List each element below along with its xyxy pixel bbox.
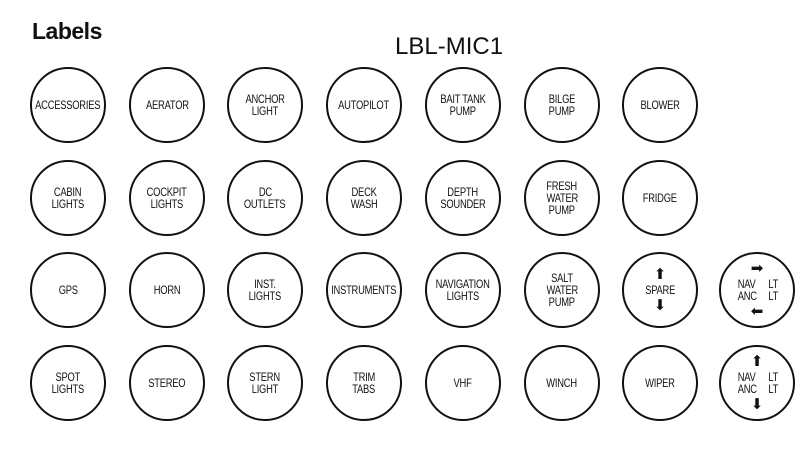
label-circle: STEREO xyxy=(129,345,205,421)
label-text: STERN xyxy=(249,370,281,384)
label-text: TABS xyxy=(352,382,376,396)
label-text: STEREO xyxy=(148,376,186,390)
label-text: BLOWER xyxy=(640,98,680,112)
label-circle: GPS xyxy=(30,252,106,328)
up-arrow-icon: ⬆ xyxy=(750,353,764,370)
up-arrow-icon: ⬆ xyxy=(653,266,667,283)
label-text: ACCESSORIES xyxy=(35,98,101,112)
label-text: DC xyxy=(258,185,272,199)
nav-anc-text: NAV LT ANC LT xyxy=(735,278,780,302)
label-text: BILGE xyxy=(548,92,576,106)
down-arrow-icon: ⬇ xyxy=(653,297,667,314)
label-circle: ⬆NAV LT ANC LT ⬇ xyxy=(719,345,795,421)
label-text: VHF xyxy=(453,376,473,390)
label-text: AERATOR xyxy=(145,98,189,112)
label-text: LT xyxy=(768,382,779,396)
label-circle: WIPER xyxy=(622,345,698,421)
label-circle: ➡NAV LT ANC LT ⬅ xyxy=(719,252,795,328)
nav-anc-text: NAV LT ANC LT xyxy=(735,371,780,395)
label-text: LIGHTS xyxy=(248,289,282,303)
label-circle: AUTOPILOT xyxy=(326,67,402,143)
label-text: LIGHTS xyxy=(150,197,184,211)
label-text: WATER xyxy=(546,283,578,297)
label-text: NAVIGATION xyxy=(435,277,490,291)
label-circle: HORN xyxy=(129,252,205,328)
down-arrow-icon: ⬇ xyxy=(750,396,764,413)
label-text: GPS xyxy=(58,283,78,297)
left-arrow-icon: ⬅ xyxy=(750,303,764,320)
label-circle: INST.LIGHTS xyxy=(227,252,303,328)
label-circle: FRIDGE xyxy=(622,160,698,236)
right-arrow-icon: ➡ xyxy=(750,260,764,277)
label-circle: VHF xyxy=(425,345,501,421)
label-text: LIGHTS xyxy=(51,382,85,396)
label-text: AUTOPILOT xyxy=(338,98,390,112)
label-text: WASH xyxy=(350,197,378,211)
label-text: SPARE xyxy=(645,283,675,297)
label-text: LIGHTS xyxy=(446,289,480,303)
label-circle: ⬆SPARE⬇ xyxy=(622,252,698,328)
label-circle: BLOWER xyxy=(622,67,698,143)
label-text: BAIT TANK xyxy=(440,92,486,106)
label-text: ANC xyxy=(737,382,757,396)
label-text: OUTLETS xyxy=(244,197,286,211)
label-text: PUMP xyxy=(548,295,576,309)
label-text: LIGHTS xyxy=(51,197,85,211)
label-text: LIGHT xyxy=(251,104,279,118)
label-text: ANC xyxy=(737,289,757,303)
label-text: PUMP xyxy=(449,104,477,118)
label-circle: INSTRUMENTS xyxy=(326,252,402,328)
label-circle: AERATOR xyxy=(129,67,205,143)
label-text: DECK xyxy=(351,185,377,199)
label-text: FRIDGE xyxy=(643,191,677,205)
label-circle: ACCESSORIES xyxy=(30,67,106,143)
label-text: TRIM xyxy=(353,370,375,384)
label-text: FRESH xyxy=(546,179,578,193)
label-text: WATER xyxy=(546,191,578,205)
label-text: WINCH xyxy=(546,376,578,390)
label-text: NAV xyxy=(737,370,756,384)
label-text: SALT xyxy=(551,271,573,285)
label-text: COCKPIT xyxy=(147,185,187,199)
label-text: LIGHT xyxy=(251,382,279,396)
label-text: WIPER xyxy=(645,376,675,390)
label-circle: WINCH xyxy=(524,345,600,421)
section-heading: Labels xyxy=(32,18,102,44)
label-text: INSTRUMENTS xyxy=(331,283,397,297)
label-text: SPOT xyxy=(55,370,81,384)
label-text: LT xyxy=(768,289,779,303)
label-text: SOUNDER xyxy=(440,197,486,211)
product-title: LBL-MIC1 xyxy=(395,33,504,60)
label-text: LT xyxy=(768,370,779,384)
label-text: HORN xyxy=(153,283,181,297)
label-text: LT xyxy=(768,277,779,291)
label-text: INST. xyxy=(254,277,276,291)
label-text: CABIN xyxy=(54,185,82,199)
label-text: PUMP xyxy=(548,104,576,118)
label-text: NAV xyxy=(737,277,756,291)
label-text: DEPTH xyxy=(447,185,479,199)
label-text: PUMP xyxy=(548,203,576,217)
label-text: ANCHOR xyxy=(245,92,285,106)
